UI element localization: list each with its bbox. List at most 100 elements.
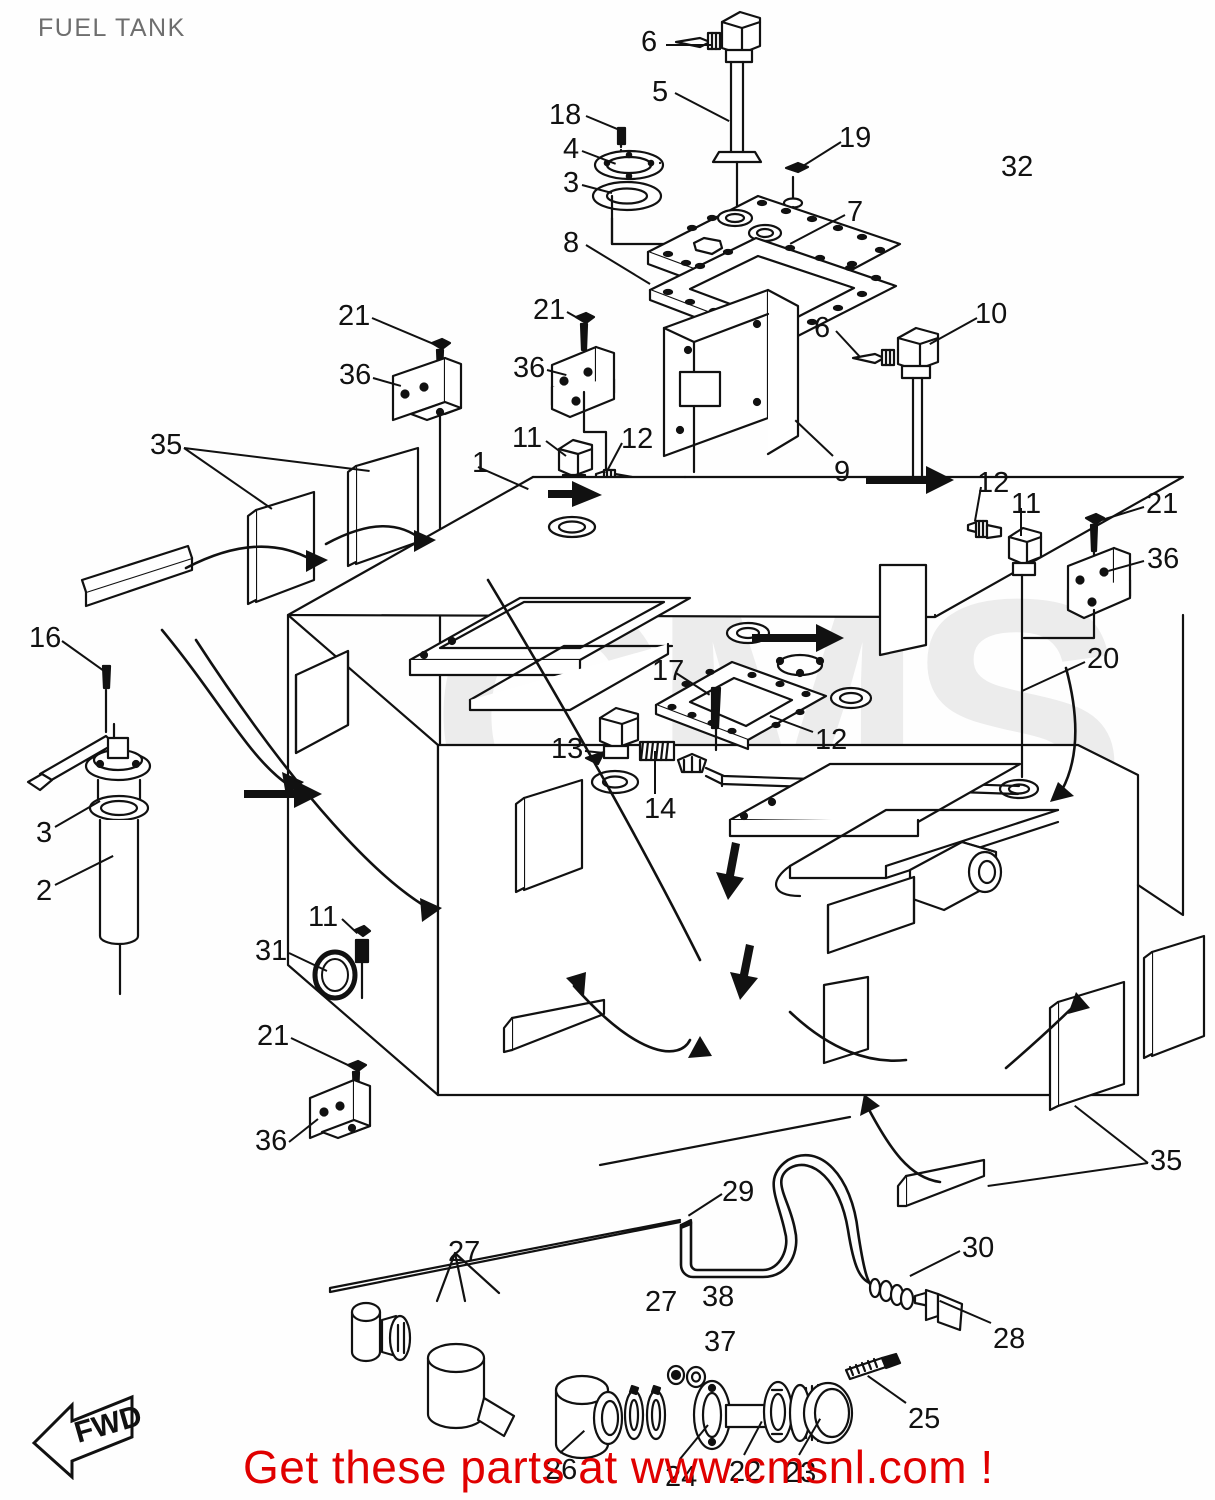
- callout-21: 21: [1146, 488, 1179, 520]
- callout-36: 36: [1147, 543, 1180, 575]
- callout-27: 27: [645, 1286, 678, 1318]
- part-4-gasket-plate: [593, 149, 665, 181]
- part-22-cap-ring: [762, 1380, 794, 1444]
- callout-20: 20: [1087, 643, 1120, 675]
- part-25-screw: [844, 1352, 902, 1381]
- callout-27: 27: [448, 1236, 481, 1268]
- leader-line-l19: [794, 141, 842, 172]
- callout-29: 29: [722, 1176, 755, 1208]
- leader-line-l4: [581, 150, 617, 165]
- leader-line-l25: [867, 1375, 907, 1404]
- callout-21: 21: [338, 300, 371, 332]
- callout-10: 10: [975, 298, 1008, 330]
- callout-6: 6: [814, 312, 831, 344]
- leader-line-l16: [61, 640, 105, 672]
- leader-line-l21d: [290, 1037, 353, 1068]
- callout-3: 3: [36, 817, 53, 849]
- callout-36: 36: [339, 359, 372, 391]
- fwd-arrow-icon: FWD: [31, 1394, 146, 1480]
- part-5-pickup-tube: [711, 60, 763, 208]
- leader-line-l18: [585, 115, 623, 132]
- promo-text: Get these parts at www.cmsnl.com !: [243, 1441, 994, 1493]
- part-28-fuel-cock-lever: [913, 1288, 964, 1332]
- part-21b-screw: [574, 311, 596, 394]
- leader-line-l35b: [1074, 1105, 1149, 1164]
- leader-line-l35b2: [987, 1162, 1149, 1187]
- callout-14: 14: [644, 793, 677, 825]
- page-title: FUEL TANK: [38, 14, 186, 42]
- callout-38: 38: [702, 1281, 735, 1313]
- callout-9: 9: [834, 456, 851, 488]
- leader-line-l6a: [666, 44, 712, 46]
- part-2-fuel-sender: [84, 722, 152, 806]
- leader-line-l7: [789, 214, 846, 245]
- leader-line-l36a: [372, 377, 402, 387]
- part-24-filler-flange: [692, 1379, 770, 1451]
- leader-line-l14: [654, 751, 656, 794]
- part-18-screw: [616, 126, 627, 176]
- callout-25: 25: [908, 1403, 941, 1435]
- callout-8: 8: [563, 227, 580, 259]
- part-10a-elbow-top: [720, 10, 762, 64]
- callout-17: 17: [652, 655, 685, 687]
- part-12a-nipple: [594, 468, 634, 489]
- leader-line-l2: [54, 855, 114, 886]
- callout-3: 3: [563, 167, 580, 199]
- callout-30: 30: [962, 1232, 995, 1264]
- part-30-washer-set: [868, 1277, 915, 1311]
- callout-36: 36: [513, 352, 546, 384]
- callout-13: 13: [551, 733, 584, 765]
- leader-line-l21c: [1091, 506, 1145, 524]
- part-23-filler-cap: [788, 1381, 854, 1445]
- callout-7: 7: [847, 196, 864, 228]
- callout-2: 2: [36, 875, 53, 907]
- callout-1: 1: [472, 447, 489, 479]
- part-3a-gasket-ring: [591, 180, 663, 212]
- leader-line-l30: [909, 1250, 961, 1277]
- part-11a-elbow: [557, 438, 594, 489]
- callout-35: 35: [150, 429, 183, 461]
- callout-21: 21: [257, 1020, 290, 1052]
- callout-23: 23: [784, 1457, 817, 1489]
- callout-24: 24: [665, 1461, 698, 1493]
- callout-12: 12: [815, 724, 848, 756]
- callout-32: 32: [1001, 151, 1034, 183]
- callout-11: 11: [1011, 488, 1042, 520]
- callout-6: 6: [641, 26, 658, 58]
- leader-line-l36c: [1107, 560, 1145, 572]
- leader-line-l21b: [566, 311, 584, 322]
- part-16-wire-lead: [26, 664, 116, 792]
- part-29-breather-hose: [328, 1115, 880, 1294]
- part-2-tube: [98, 818, 140, 996]
- part-19-bolt: [782, 161, 810, 235]
- leader-line-l36d: [288, 1118, 319, 1143]
- callout-37: 37: [704, 1326, 737, 1358]
- part-27-hose-clamps: [623, 1384, 667, 1441]
- leader-line-l21a: [371, 317, 437, 346]
- callout-12: 12: [621, 423, 654, 455]
- callout-12: 12: [977, 467, 1010, 499]
- leader-line-l6b: [835, 330, 861, 358]
- leader-line-l31: [288, 952, 328, 972]
- callout-19: 19: [839, 122, 872, 154]
- callout-16: 16: [29, 622, 62, 654]
- leader-line-l11a: [545, 440, 567, 457]
- callout-26: 26: [545, 1454, 578, 1486]
- leader-line-l3a: [581, 184, 613, 194]
- callout-18: 18: [549, 99, 582, 131]
- part-8-top-gasket: [648, 236, 898, 354]
- callout-11: 11: [308, 901, 339, 933]
- part-10-elbow-fitting: [896, 326, 940, 540]
- part-37-washer: [685, 1365, 707, 1389]
- leader-line-l10: [929, 317, 978, 345]
- leader-line-l3b: [54, 800, 101, 828]
- part-6a-hose-fitting: [674, 31, 722, 51]
- callout-4: 4: [563, 133, 580, 165]
- callout-36: 36: [255, 1125, 288, 1157]
- callout-31: 31: [255, 935, 288, 967]
- leader-line-l5: [674, 92, 730, 122]
- part-36b-bracket: [550, 345, 616, 506]
- callout-22: 22: [729, 1456, 762, 1488]
- part-21d-screw: [346, 1059, 368, 1120]
